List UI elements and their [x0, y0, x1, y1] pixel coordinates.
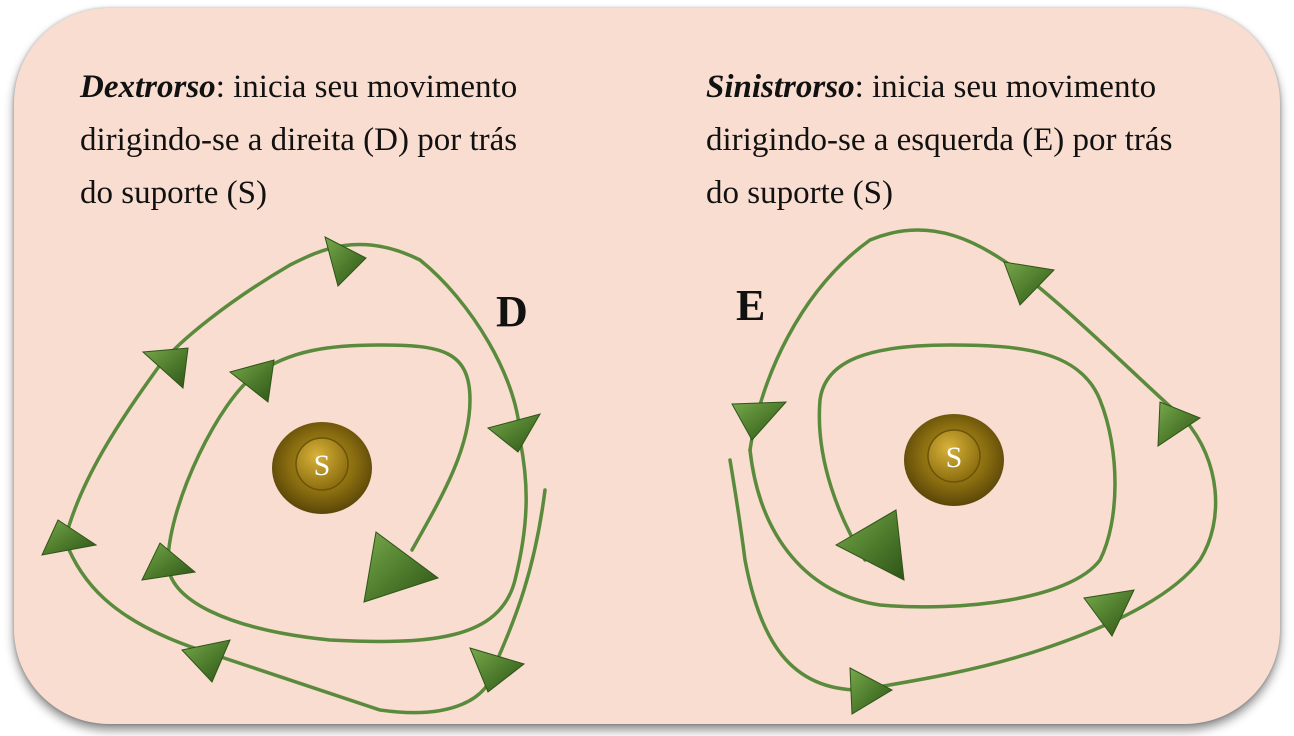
arrow-right-lower: [469, 647, 526, 693]
arrow-top-right: [1003, 261, 1056, 306]
support-label-left: S: [314, 449, 331, 482]
spirals-figure: S S: [41, 228, 1218, 715]
dextrorso-line2: dirigindo-se a direita (D) por trás: [80, 122, 518, 158]
sinistrorso-line1: : inicia seu movimento: [854, 69, 1157, 105]
support-left: S: [272, 422, 372, 514]
dextrorso-line3: do suporte (S): [80, 175, 267, 211]
sinistrorso-inner-loop: [748, 343, 1117, 609]
dextrorso-term: Dextrorso: [80, 69, 216, 105]
sinistrorso-line3: do suporte (S): [706, 175, 893, 211]
arrow-bottom: [181, 639, 231, 683]
arrow-upper-left: [141, 347, 189, 390]
arrow-bottom-right: [1083, 589, 1135, 637]
arrow-right-upper: [486, 413, 542, 453]
dextrorso-caption: Dextrorso: inicia seu movimento dirigind…: [80, 61, 517, 220]
sinistrorso-outer-loop: [728, 228, 1218, 692]
sinistrorso-spiral: [728, 228, 1218, 692]
direction-letter-d: D: [496, 287, 528, 336]
dextrorso-inner-loop: [166, 343, 528, 644]
arrow-bottom: [849, 667, 894, 715]
sinistrorso-line2: dirigindo-se a esquerda (E) por trás: [706, 122, 1173, 158]
sinistrorso-caption: Sinistrorso: inicia seu movimento dirigi…: [706, 61, 1172, 220]
arrow-center-large: [363, 531, 440, 603]
sinistrorso-arrows: [731, 261, 1202, 715]
diagram-card: Dextrorso: inicia seu movimento dirigind…: [14, 8, 1280, 724]
arrow-inner-top: [228, 359, 275, 403]
support-label-right: S: [946, 441, 963, 474]
dextrorso-line1: : inicia seu movimento: [215, 69, 518, 105]
direction-letter-e: E: [736, 281, 766, 330]
arrow-center-large: [834, 509, 905, 581]
arrow-left-upper: [731, 401, 788, 441]
arrow-top: [324, 236, 367, 287]
arrow-right-upper: [1157, 401, 1202, 447]
arrow-inner-left: [141, 542, 197, 581]
sinistrorso-term: Sinistrorso: [706, 69, 855, 105]
support-right: S: [904, 414, 1004, 506]
arrow-left: [41, 519, 98, 556]
dextrorso-arrows: [41, 236, 542, 693]
